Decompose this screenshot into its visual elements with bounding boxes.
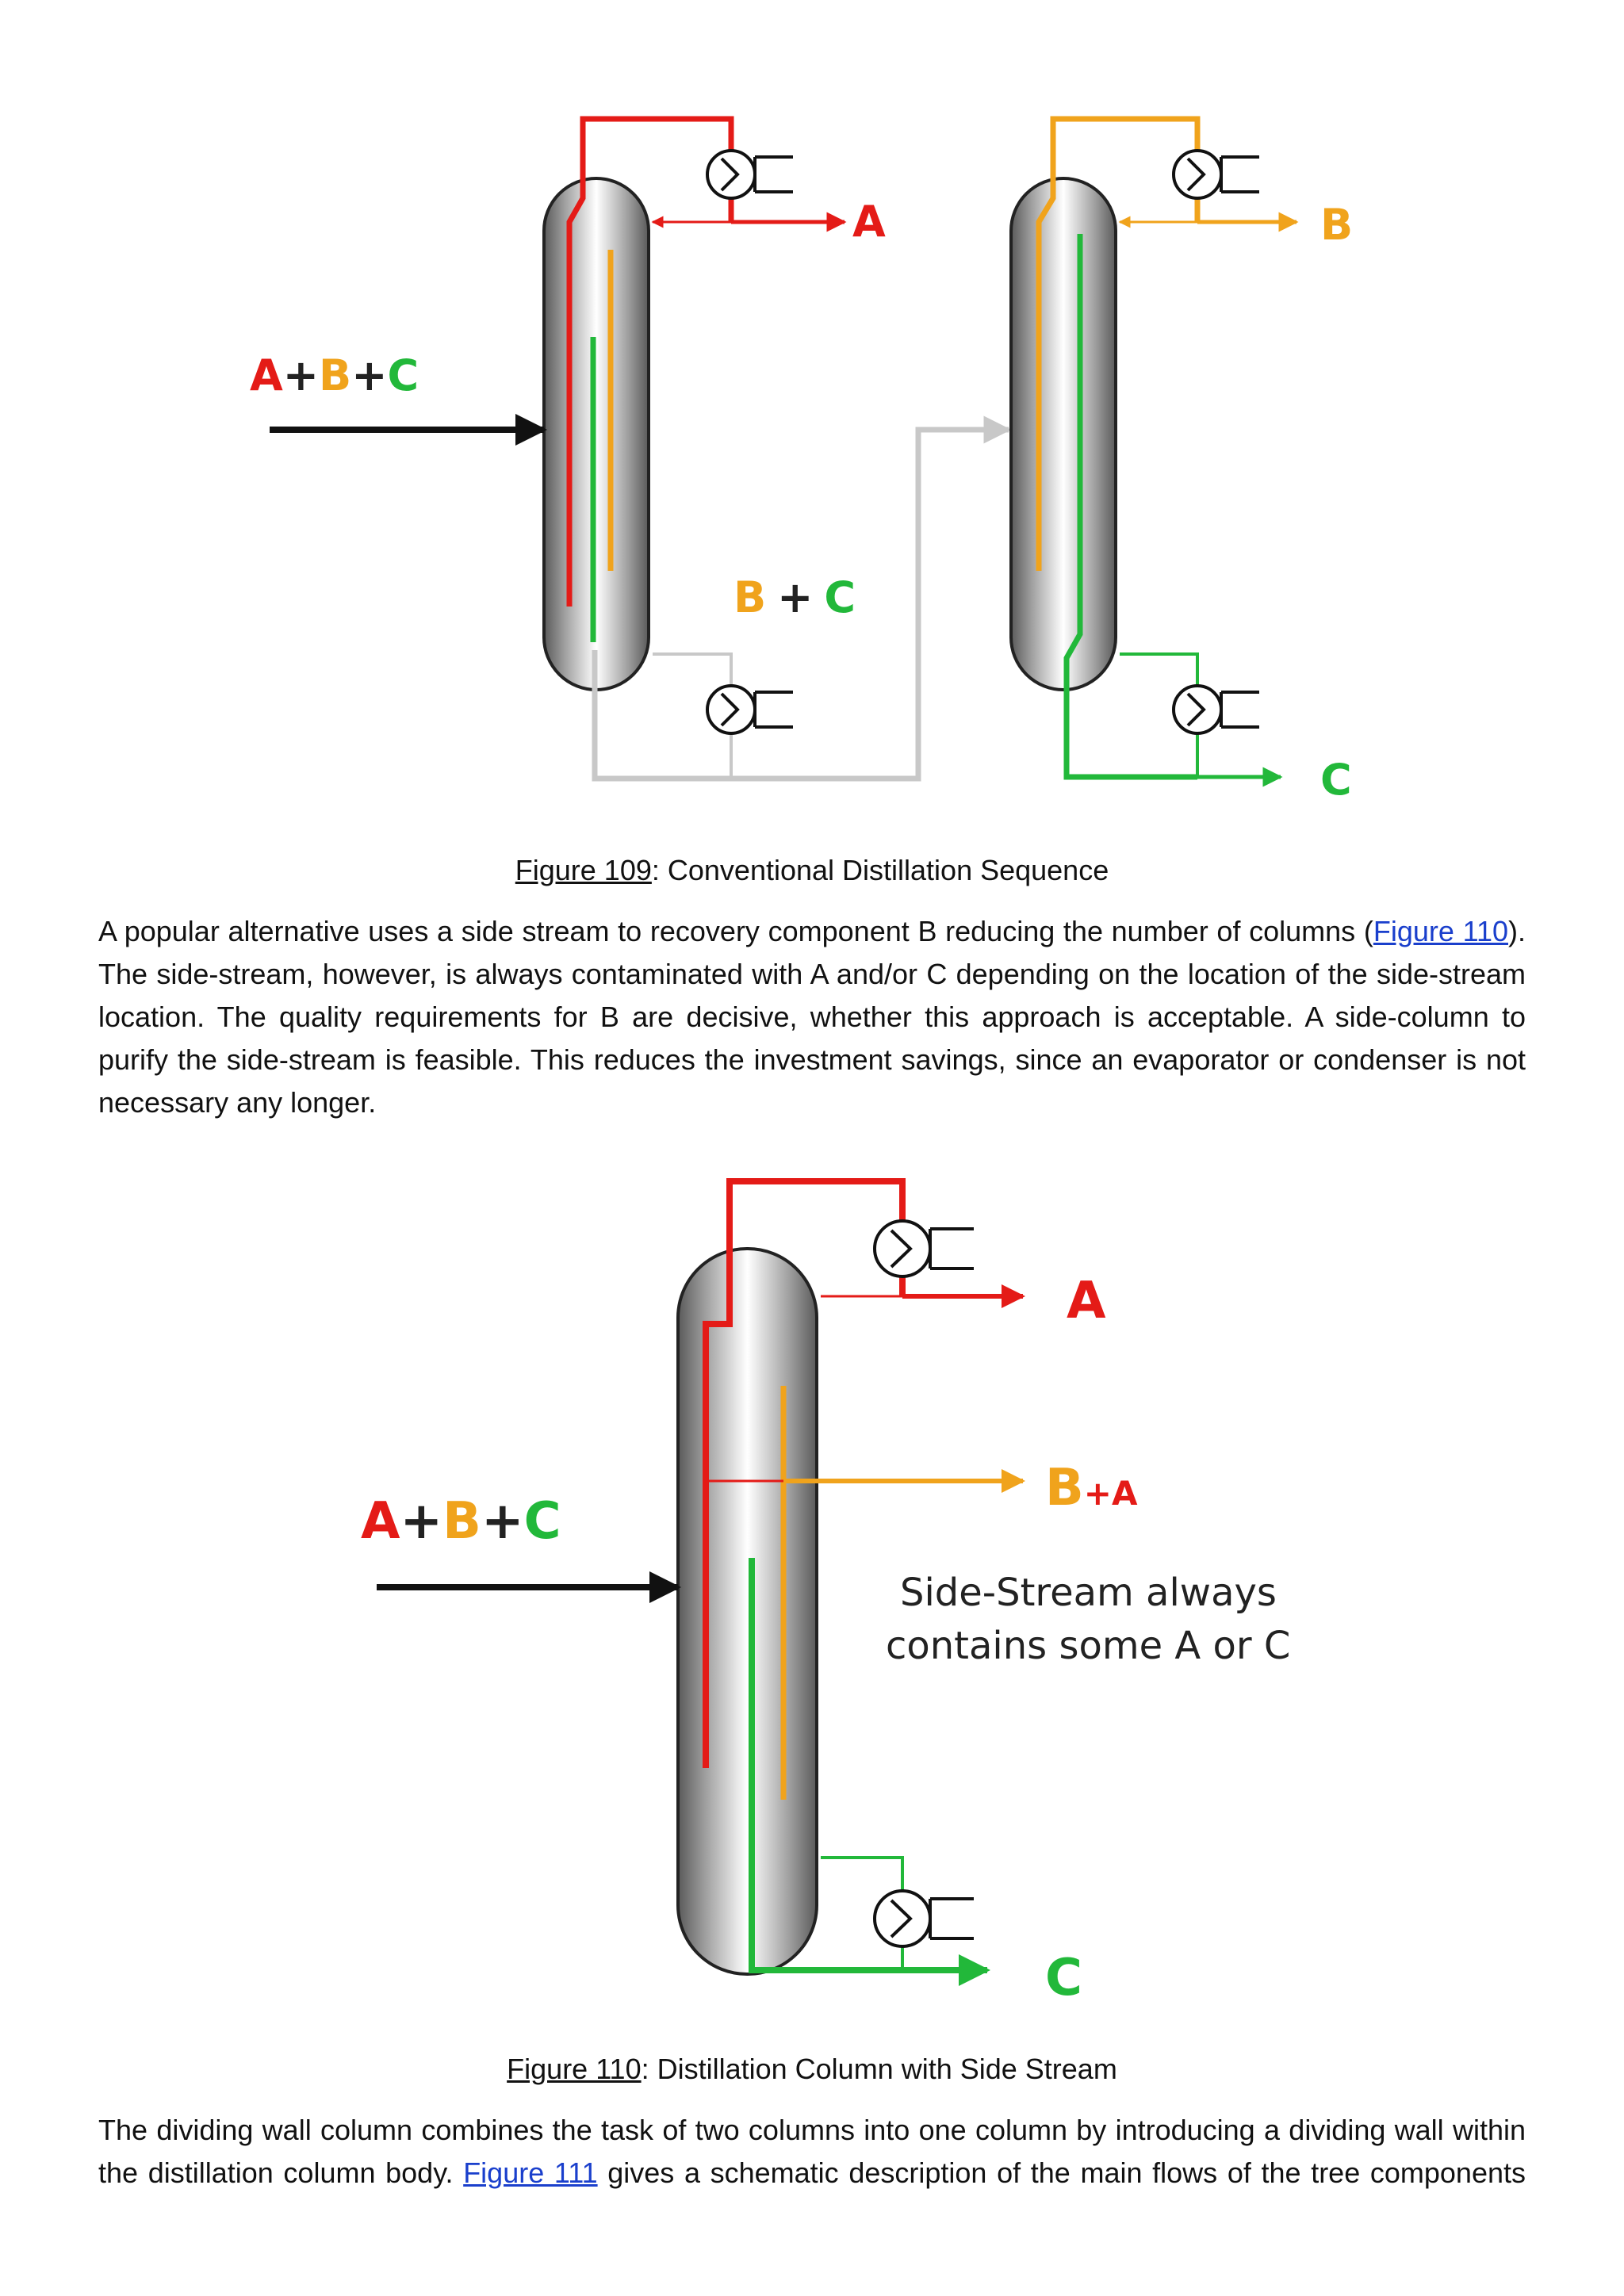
feed-label-1: A+B+C (250, 350, 419, 400)
condenser-2 (1172, 149, 1259, 200)
figure-109-caption: Figure 109: Conventional Distillation Se… (0, 853, 1624, 888)
reboiler-1 (706, 684, 793, 735)
green-boilup-line (1120, 652, 1199, 777)
paragraph-1-text-b: ). The side-stream, however, is always c… (98, 915, 1526, 1119)
side-stream-note-line-2: contains some A or C (886, 1624, 1290, 1668)
reboiler-3 (873, 1889, 974, 1948)
figure-110-caption: Figure 110: Distillation Column with Sid… (0, 2052, 1624, 2087)
green-flow-col2 (1063, 234, 1197, 780)
paragraph-2-text-b: gives a schematic description of the mai… (597, 2156, 1526, 2189)
paragraph-2-text-a: The dividing wall column combines the ta… (98, 2114, 1526, 2189)
red-flow (703, 1178, 906, 1768)
product-a-label-2: A (1067, 1272, 1106, 1330)
figure-110-caption-text: : Distillation Column with Side Stream (641, 2053, 1117, 2085)
paragraph-1: A popular alternative uses a side stream… (98, 910, 1526, 1124)
paragraph-1-text-a: A popular alternative uses a side stream… (98, 915, 1373, 947)
figure-110-diagram: A+B+C A B+A Side-Stream always contains … (361, 1178, 1290, 2007)
red-flow-col1 (566, 116, 734, 607)
condenser-3 (873, 1219, 974, 1278)
figure-109-diagram: A+B+C A B+C B C (250, 116, 1353, 805)
orange-flow-col2 (1036, 116, 1201, 571)
green-flow (749, 1558, 990, 1986)
side-product-label: B+A (1045, 1459, 1138, 1517)
figure-111-link[interactable]: Figure 111 (463, 2156, 598, 2189)
figure-110-ref: Figure 110 (507, 2053, 642, 2085)
paragraph-2: The dividing wall column combines the ta… (98, 2109, 1526, 2195)
product-a-label: A (852, 197, 886, 247)
figure-109-ref: Figure 109 (515, 854, 652, 886)
gray-bottoms-line (592, 415, 1012, 782)
reboiler-2 (1172, 684, 1259, 735)
product-c-label: C (1320, 755, 1352, 805)
gray-boilup-line (653, 652, 733, 779)
feed-label-2: A+B+C (361, 1492, 561, 1551)
b-plus-c-label: B+C (733, 572, 856, 622)
column-1 (542, 177, 650, 691)
column-2 (1009, 177, 1117, 691)
figure-110-link[interactable]: Figure 110 (1373, 915, 1508, 947)
product-b-label: B (1320, 200, 1353, 250)
side-stream-note-line-1: Side-Stream always (900, 1571, 1277, 1615)
condenser-1 (706, 149, 793, 200)
figure-109-caption-text: : Conventional Distillation Sequence (651, 854, 1109, 886)
side-stream-column (676, 1247, 818, 1976)
product-c-label-2: C (1045, 1949, 1082, 2007)
